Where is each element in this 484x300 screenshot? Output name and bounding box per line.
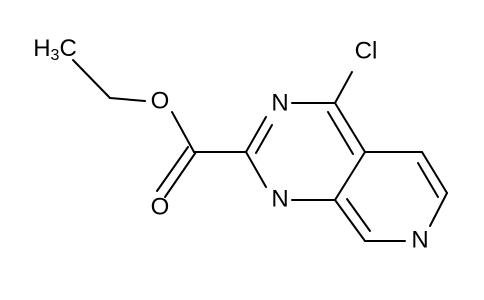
bond-carbonyl-double-a [164,151,197,198]
methyl-c: C [59,35,76,62]
bond-carbonyl-double-b [156,146,189,192]
bond-methyl-ch2 [72,59,111,99]
ring-n-top-label: N [271,89,288,116]
bond-c2-n3-inner [255,124,273,154]
bond-c4-cl [334,71,353,104]
bond-c4-c4a [334,102,366,153]
methyl-sub: 3 [51,47,60,64]
bond-c2-n3 [245,116,267,153]
ether-oxygen-label: O [151,87,170,114]
bond-n1-c2 [245,151,267,188]
chlorine-label: Cl [355,37,378,64]
bond-c6-n7 [429,192,448,227]
ring-n-bottom-label: N [271,185,288,212]
bond-ch2-o [109,97,146,102]
bond-c8-c8a [334,199,366,242]
methyl-h: H [33,35,50,62]
bond-o-carbonylc [171,111,195,153]
bond-c5-c6 [421,151,448,194]
carbonyl-oxygen-label: O [151,193,170,220]
bond-c4a-c8a [334,151,366,201]
bond-c5-c6-inner [417,162,439,198]
pyridine-n-label: N [411,226,428,253]
bond-c8-c8a-inner [346,198,371,232]
methyl-label: H3C [33,35,77,64]
bond-c4-c4a-inner [327,111,354,155]
